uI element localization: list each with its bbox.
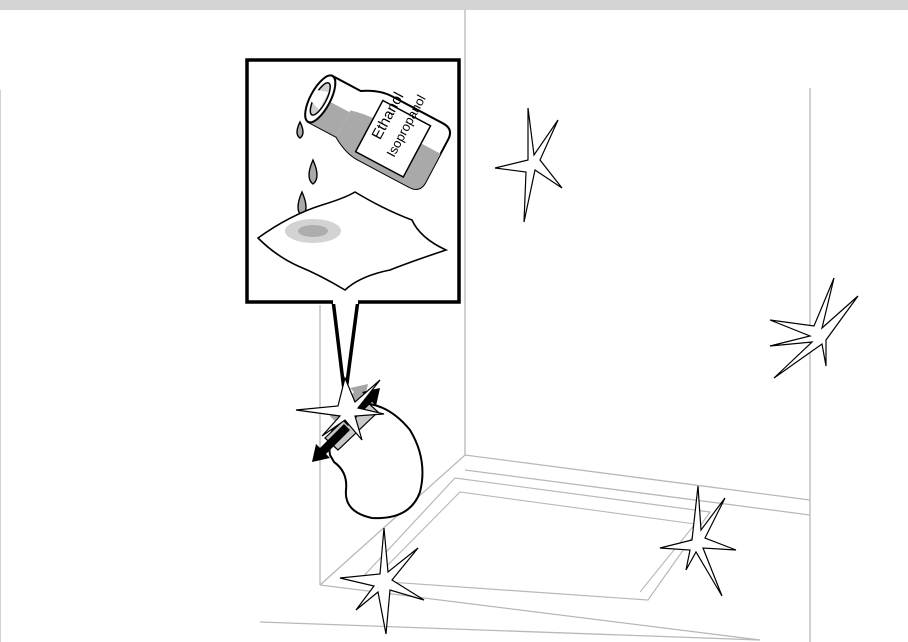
top-bar <box>0 0 908 10</box>
